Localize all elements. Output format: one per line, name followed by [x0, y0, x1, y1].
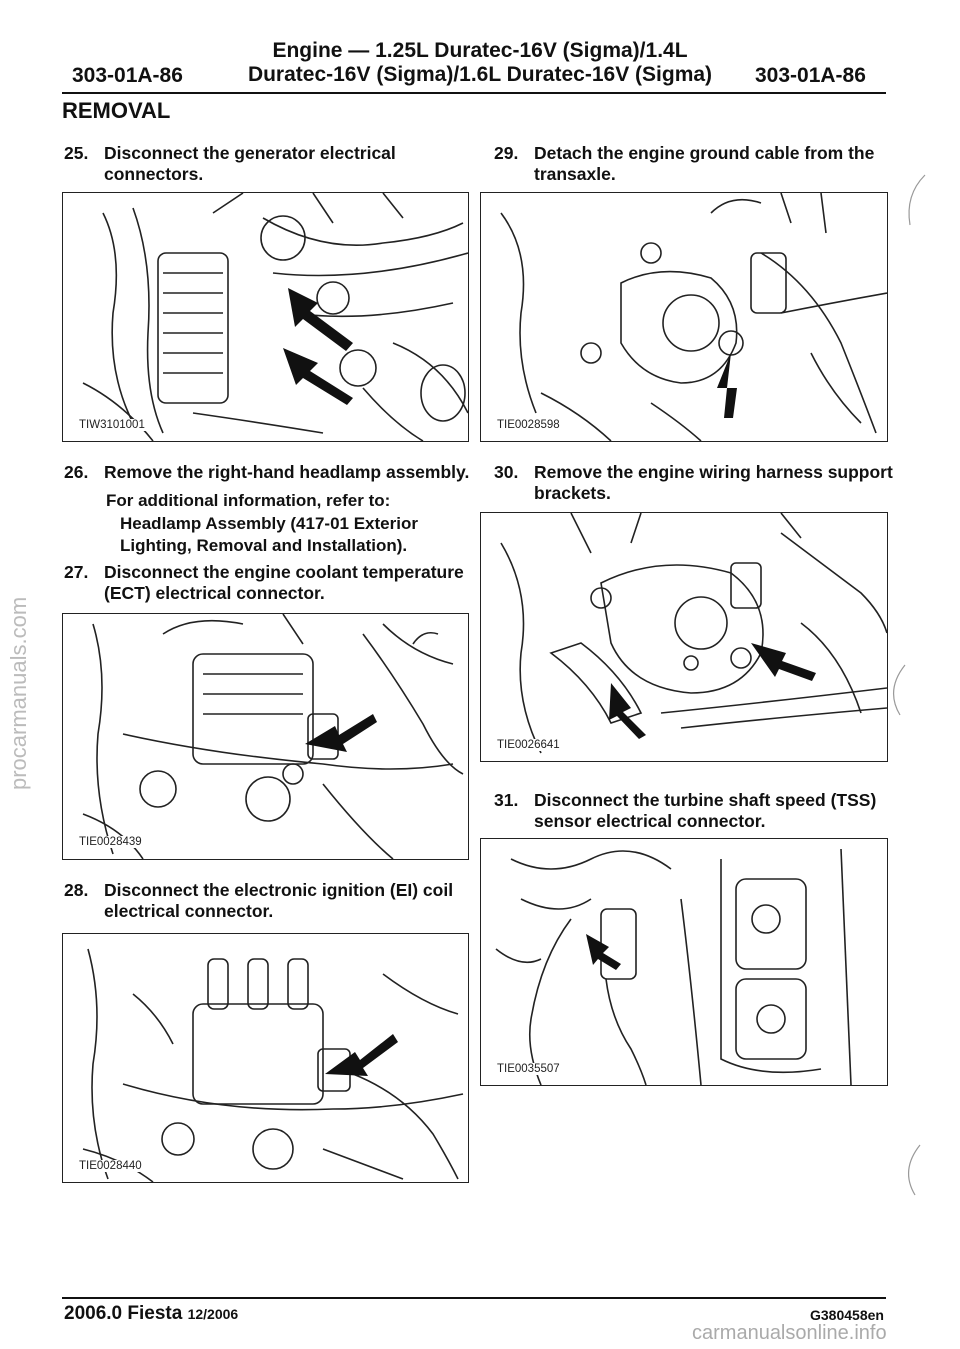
- step-text: Remove the engine wiring harness support…: [534, 462, 893, 503]
- edition-date: 12/2006: [187, 1306, 239, 1322]
- figure-label: TIE0028440: [77, 1160, 144, 1172]
- margin-mark: [908, 174, 926, 226]
- header-title-line2: Duratec-16V (Sigma)/1.6L Duratec-16V (Si…: [247, 63, 713, 86]
- step-number: 31.: [494, 790, 519, 810]
- step-text: Remove the right-hand headlamp assembly.: [104, 462, 470, 482]
- figure-tie0035507: TIE0035507: [480, 838, 888, 1086]
- step-28: 28. Disconnect the electronic ignition (…: [64, 880, 474, 924]
- step-30: 30. Remove the engine wiring harness sup…: [494, 462, 894, 506]
- generator-connectors-illustration: [82, 193, 468, 441]
- bottom-watermark[interactable]: carmanualsonline.info: [692, 1322, 887, 1344]
- tss-sensor-illustration: [495, 848, 852, 1085]
- reference-link-line2[interactable]: Lighting, Removal and Installation).: [120, 536, 408, 555]
- figure-tie0028598: TIE0028598: [480, 192, 888, 442]
- footer-edition: 2006.0 Fiesta 12/2006: [64, 1303, 238, 1325]
- header-title-line1: Engine — 1.25L Duratec-16V (Sigma)/1.4L: [272, 39, 688, 62]
- ect-connector-illustration: [82, 614, 464, 859]
- figure-tiw3101001: TIW3101001: [62, 192, 469, 442]
- step-text: Disconnect the turbine shaft speed (TSS)…: [534, 790, 877, 831]
- reference-intro: For additional information, refer to:: [106, 491, 391, 510]
- step-text: Disconnect the engine coolant temperatur…: [104, 562, 464, 603]
- figure-tie0028440: TIE0028440: [62, 933, 469, 1183]
- figure-tie0026641: TIE0026641: [480, 512, 888, 762]
- side-watermark: procarmanuals.com: [6, 596, 31, 790]
- edition-name: 2006.0 Fiesta: [64, 1303, 183, 1324]
- step-29: 29. Detach the engine ground cable from …: [494, 143, 894, 187]
- figure-tie0028439: TIE0028439: [62, 613, 469, 860]
- ignition-coil-connector-illustration: [82, 948, 464, 1182]
- step-number: 29.: [494, 143, 519, 163]
- footer-doc-code: G380458en: [810, 1307, 884, 1323]
- reference-link-line1[interactable]: Headlamp Assembly (417-01 Exterior: [120, 514, 418, 533]
- step-27: 27. Disconnect the engine coolant temper…: [64, 562, 474, 606]
- figure-label: TIW3101001: [77, 419, 147, 431]
- figure-label: TIE0026641: [495, 739, 562, 751]
- page-code-right: 303-01A-86: [755, 64, 866, 87]
- step-26: 26. Remove the right-hand headlamp assem…: [64, 462, 469, 484]
- harness-brackets-illustration: [500, 513, 887, 754]
- step-number: 28.: [64, 880, 89, 900]
- section-title: REMOVAL: [62, 98, 171, 123]
- page-code-left: 303-01A-86: [72, 64, 183, 87]
- figure-label: TIE0028598: [495, 419, 562, 431]
- step-number: 26.: [64, 462, 89, 482]
- step-text: Disconnect the electronic ignition (EI) …: [104, 880, 454, 921]
- step-number: 25.: [64, 143, 89, 163]
- step-number: 27.: [64, 562, 89, 582]
- step-31: 31. Disconnect the turbine shaft speed (…: [494, 790, 894, 834]
- margin-mark: [893, 664, 906, 716]
- margin-mark: [908, 1144, 921, 1196]
- step-number: 30.: [494, 462, 519, 482]
- footer-rule: [62, 1297, 886, 1299]
- header-rule: [62, 92, 886, 94]
- figure-label: TIE0035507: [495, 1063, 562, 1075]
- ground-cable-illustration: [500, 193, 887, 441]
- figure-label: TIE0028439: [77, 836, 144, 848]
